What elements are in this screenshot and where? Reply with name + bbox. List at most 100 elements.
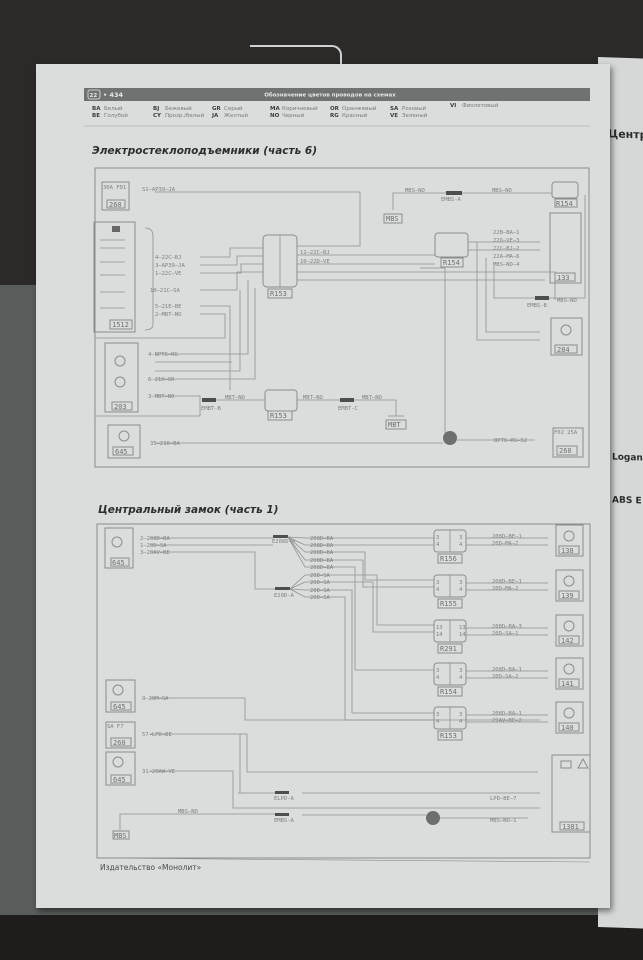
component-label: R154: [556, 200, 573, 208]
component-260: [105, 721, 136, 749]
wire-label: 208D—BA—3: [492, 624, 522, 630]
wire-label: 2—208D—BA: [140, 536, 170, 542]
header-title: Обозначение цветов проводов на схемах: [264, 92, 396, 99]
connector-embt-b: [202, 398, 216, 402]
motor-icon: [563, 663, 575, 675]
component-268: [552, 427, 584, 458]
legend-code: BE: [92, 113, 100, 119]
legend-name: Красный: [342, 112, 368, 119]
connector-e20d-a: [275, 587, 290, 590]
component-label: 645: [113, 703, 126, 711]
legend-code: NO: [270, 113, 280, 119]
wire-label: S1—AP39—JA: [142, 187, 176, 193]
wire-label: MBT—NO: [362, 395, 382, 401]
connector-embs-a: [446, 191, 462, 195]
page-number: • 434: [103, 91, 123, 99]
pin-number: 3: [459, 712, 462, 718]
component-133: [549, 212, 582, 284]
legend-code: VI: [450, 103, 456, 109]
connector-embt-c: [340, 398, 354, 402]
pin-number: 3: [436, 712, 439, 718]
wire: [289, 574, 434, 626]
connector-label: EMBT-B: [201, 406, 222, 412]
pin-number: 4: [459, 675, 463, 681]
hazard-triangle-icon: [577, 757, 589, 769]
wire: [287, 536, 434, 588]
wire-label: 6—21K—GR: [148, 377, 175, 383]
connector-r153-small: [264, 389, 298, 412]
connector-r154: [434, 232, 469, 258]
component-label: 268: [559, 447, 572, 455]
motor-label: 138: [561, 547, 574, 555]
wire-label: 20D—SA: [310, 595, 331, 601]
pin-number: 3: [436, 580, 439, 586]
pin-number: 3: [436, 535, 439, 541]
legend-code: OR: [330, 106, 340, 112]
wire-label: 35—21K—BA: [150, 441, 180, 447]
motor-141: 141: [555, 657, 584, 690]
component-label: 284: [557, 346, 570, 354]
legend-name: Белый: [104, 105, 123, 112]
wire-label: 208D—BA: [310, 550, 334, 556]
motor-icon: [560, 324, 572, 336]
wire: [150, 551, 275, 590]
wire-label: 22A—MA—6: [493, 254, 520, 260]
footer-publisher: Издательство «Монолит»: [100, 863, 202, 872]
wire-label: 31—20AW—VE: [142, 769, 175, 775]
wire-label: 20D—SA—2: [492, 674, 519, 680]
wire-label: BPT6—RG—52: [494, 438, 527, 444]
relay-label: R154: [440, 688, 457, 696]
fuse-label: 30A F01: [103, 185, 126, 191]
connector-embs-b: [535, 296, 549, 300]
wire: [289, 581, 434, 633]
motor-icon: [563, 620, 575, 632]
pin-number: 4: [436, 587, 440, 593]
component-645: [104, 527, 134, 569]
legend-name: Зеленый: [402, 112, 428, 119]
diagram1-title: Электростеклоподъемники (часть 6): [92, 145, 317, 157]
pin-number: 3: [459, 580, 462, 586]
wire-label: 208D—BA: [310, 543, 334, 549]
component-label: 645: [115, 448, 128, 456]
motor-142: 142: [555, 614, 584, 647]
laptop-edge: [250, 45, 342, 71]
pin-number: 3: [459, 668, 462, 674]
wire-label: MBS—NO—4: [493, 262, 520, 268]
motor-icon: [563, 707, 575, 719]
legend-code: BJ: [153, 106, 159, 112]
component-645: [105, 751, 136, 786]
wire-label: 20D—MA—2: [492, 586, 519, 592]
component-label: 133: [557, 274, 570, 282]
component-label: 203: [114, 403, 127, 411]
wire-label: 57—LPD—BE: [142, 732, 172, 738]
relay-label: R153: [440, 732, 457, 740]
legend-code: BA: [92, 106, 101, 112]
pin-number: 4: [459, 719, 463, 725]
component-label: 260: [113, 739, 126, 747]
wire-label: 208D—BA—1: [492, 667, 522, 673]
wire-label: MBS—NO: [557, 298, 577, 304]
wire: [289, 588, 434, 714]
pin-number: 4: [436, 719, 440, 725]
wire-label: 1—22C—VE: [155, 271, 182, 277]
wire-label: 1—20D—SA: [140, 543, 167, 549]
ground-label: MBS: [386, 215, 399, 223]
legend-code: SA: [390, 106, 399, 112]
connector-r154-top: [551, 181, 579, 199]
connector-e208d-a: [273, 535, 288, 538]
legend-name: Оранжевый: [342, 105, 377, 112]
legend-name: Желтый: [224, 112, 248, 119]
relay-label: R155: [440, 600, 457, 608]
legend-code: JA: [211, 113, 219, 119]
wire-label: 5—21E—BE: [155, 304, 182, 310]
wire-label: 9—20M—SA: [142, 696, 169, 702]
fuse-label: SA F7: [107, 724, 124, 730]
legend-name: Серый: [224, 105, 243, 112]
ground-point-icon: [443, 431, 457, 445]
pin-number: 3: [436, 668, 439, 674]
